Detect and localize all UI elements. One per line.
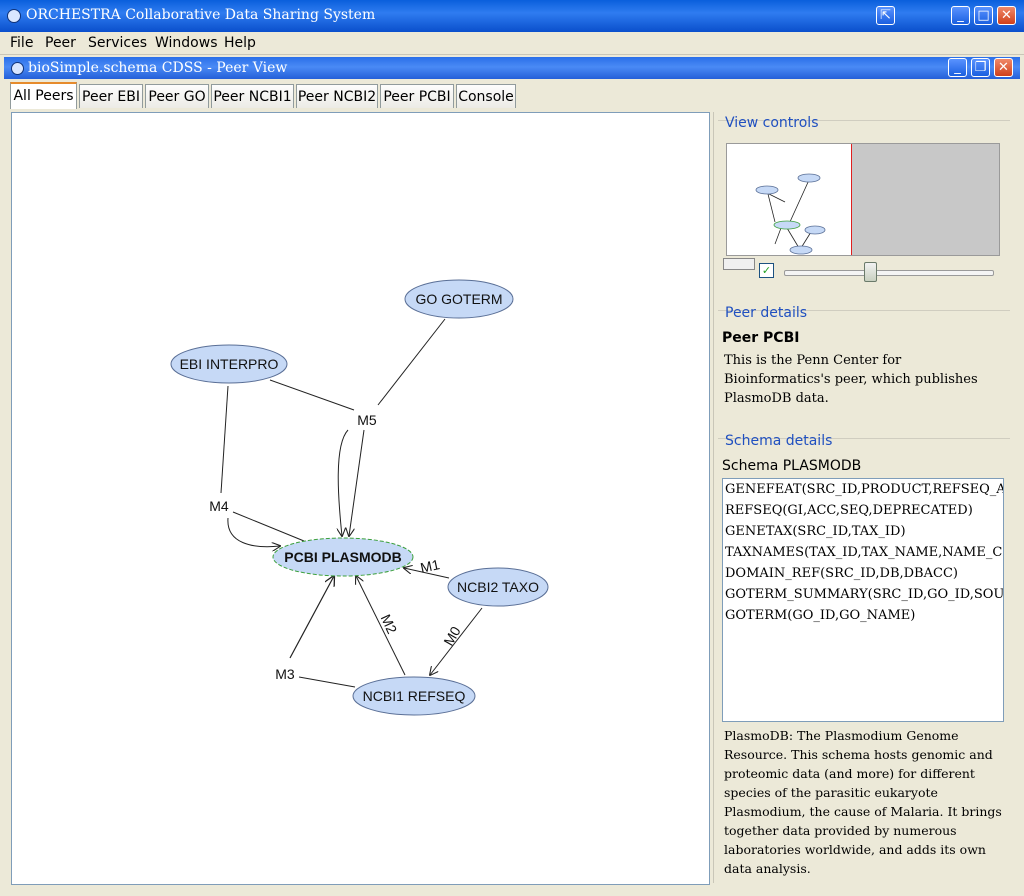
minimize-button[interactable]: _ xyxy=(951,6,970,25)
details-panel: View controls ✓ Peer details Peer PCBI T… xyxy=(713,112,1014,883)
schema-details-separator xyxy=(718,438,1010,439)
node-ebi-interpro[interactable]: EBI INTERPRO xyxy=(170,344,288,384)
list-item[interactable]: REFSEQ(GI,ACC,SEQ,DEPRECATED) xyxy=(725,503,973,518)
svg-text:NCBI2 TAXO: NCBI2 TAXO xyxy=(457,579,539,595)
window-title-bar: ORCHESTRA Collaborative Data Sharing Sys… xyxy=(0,0,1024,32)
overview-thumbnail xyxy=(755,173,826,255)
edge-m4-pcbi-b xyxy=(227,517,280,547)
edge-m3-pcbi xyxy=(289,576,334,659)
overview-toggle-button[interactable] xyxy=(723,258,755,270)
peer-graph: GO GOTERM EBI INTERPRO PCBI PLASMODB NCB… xyxy=(170,279,549,716)
mapping-m5[interactable]: M5 xyxy=(357,412,377,428)
list-item[interactable]: GOTERM(GO_ID,GO_NAME) xyxy=(725,608,916,623)
edge-m4-pcbi-a xyxy=(232,511,305,542)
svg-text:GO GOTERM: GO GOTERM xyxy=(415,291,502,307)
menu-services[interactable]: Services xyxy=(88,35,148,51)
edge-m5-pcbi-b xyxy=(349,429,365,536)
frame-restore-button[interactable]: ❐ xyxy=(971,58,990,77)
node-ncbi2-taxo[interactable]: NCBI2 TAXO xyxy=(447,567,549,607)
close-button[interactable]: ✕ xyxy=(997,6,1016,25)
graph-overview[interactable] xyxy=(726,143,1000,256)
peer-details-separator xyxy=(718,310,1010,311)
overview-viewport[interactable] xyxy=(727,144,852,255)
view-controls-separator xyxy=(718,120,1010,121)
list-item[interactable]: GENEFEAT(SRC_ID,PRODUCT,REFSEQ_ACC xyxy=(725,482,1004,497)
peer-details-title: Peer details xyxy=(725,305,808,321)
node-pcbi-plasmodb[interactable]: PCBI PLASMODB xyxy=(272,537,414,577)
tab-peer-ebi[interactable]: Peer EBI xyxy=(79,84,143,108)
tab-peer-pcbi[interactable]: Peer PCBI xyxy=(380,84,454,108)
edge-ebi-m4 xyxy=(220,385,229,494)
menu-file[interactable]: File xyxy=(10,35,34,51)
schema-relations-list[interactable]: GENEFEAT(SRC_ID,PRODUCT,REFSEQ_ACC REFSE… xyxy=(722,478,1004,722)
app-icon xyxy=(7,9,21,23)
frame-close-button[interactable]: ✕ xyxy=(994,58,1013,77)
mapping-m3[interactable]: M3 xyxy=(275,666,295,682)
menu-help[interactable]: Help xyxy=(224,35,256,51)
frame-minimize-button[interactable]: _ xyxy=(948,58,967,77)
svg-text:PCBI PLASMODB: PCBI PLASMODB xyxy=(284,549,401,565)
tab-all-peers[interactable]: All Peers xyxy=(10,82,77,109)
window-title: ORCHESTRA Collaborative Data Sharing Sys… xyxy=(26,7,376,23)
mapping-m2[interactable]: M2 xyxy=(378,612,401,637)
tab-peer-go[interactable]: Peer GO xyxy=(145,84,209,108)
internal-frame-title-bar: bioSimple.schema CDSS - Peer View _ ❐ ✕ xyxy=(4,57,1020,79)
maximize-button[interactable]: □ xyxy=(974,6,993,25)
zoom-fit-checkbox[interactable]: ✓ xyxy=(759,263,774,278)
peer-name: Peer PCBI xyxy=(722,330,800,346)
peer-graph-canvas[interactable]: GO GOTERM EBI INTERPRO PCBI PLASMODB NCB… xyxy=(11,112,710,885)
edge-ncbi2-pcbi xyxy=(404,568,450,579)
view-controls-title: View controls xyxy=(725,115,819,131)
edge-go-m5 xyxy=(377,318,446,406)
list-item[interactable]: TAXNAMES(TAX_ID,TAX_NAME,NAME_CLA xyxy=(725,545,1004,560)
menu-bar: File Peer Services Windows Help xyxy=(0,32,1024,55)
schema-name: Schema PLASMODB xyxy=(722,458,862,474)
edge-ncbi1-pcbi xyxy=(356,576,406,676)
tab-peer-ncbi1[interactable]: Peer NCBI1 xyxy=(211,84,294,108)
frame-title: bioSimple.schema CDSS - Peer View xyxy=(28,60,288,76)
edge-ncbi2-ncbi1 xyxy=(430,607,483,675)
tab-peer-ncbi2[interactable]: Peer NCBI2 xyxy=(296,84,378,108)
node-ncbi1-refseq[interactable]: NCBI1 REFSEQ xyxy=(352,676,476,716)
mapping-m0[interactable]: M0 xyxy=(440,623,464,648)
zoom-slider[interactable] xyxy=(784,270,994,276)
edge-ebi-m5 xyxy=(269,379,355,411)
node-go-goterm[interactable]: GO GOTERM xyxy=(404,279,514,319)
svg-text:NCBI1 REFSEQ: NCBI1 REFSEQ xyxy=(363,688,466,704)
schema-description: PlasmoDB: The Plasmodium Genome Resource… xyxy=(724,728,1002,876)
mapping-m4[interactable]: M4 xyxy=(209,498,229,514)
frame-icon xyxy=(11,62,24,75)
schema-details-title: Schema details xyxy=(725,433,833,449)
edge-m5-pcbi-a xyxy=(338,429,349,536)
edge-ncbi1-m3 xyxy=(298,676,356,688)
mapping-m1[interactable]: M1 xyxy=(419,556,442,576)
peer-description: This is the Penn Center for Bioinformati… xyxy=(724,353,978,406)
list-item[interactable]: GOTERM_SUMMARY(SRC_ID,GO_ID,SOURC xyxy=(725,587,1004,602)
svg-text:EBI INTERPRO: EBI INTERPRO xyxy=(180,356,279,372)
list-item[interactable]: GENETAX(SRC_ID,TAX_ID) xyxy=(725,524,906,539)
restore-tray-icon[interactable]: ⇱ xyxy=(876,6,895,25)
list-item[interactable]: DOMAIN_REF(SRC_ID,DB,DBACC) xyxy=(725,566,958,581)
menu-peer[interactable]: Peer xyxy=(45,35,76,51)
tab-console[interactable]: Console xyxy=(456,84,516,108)
menu-windows[interactable]: Windows xyxy=(155,35,218,51)
zoom-slider-thumb[interactable] xyxy=(864,262,877,282)
